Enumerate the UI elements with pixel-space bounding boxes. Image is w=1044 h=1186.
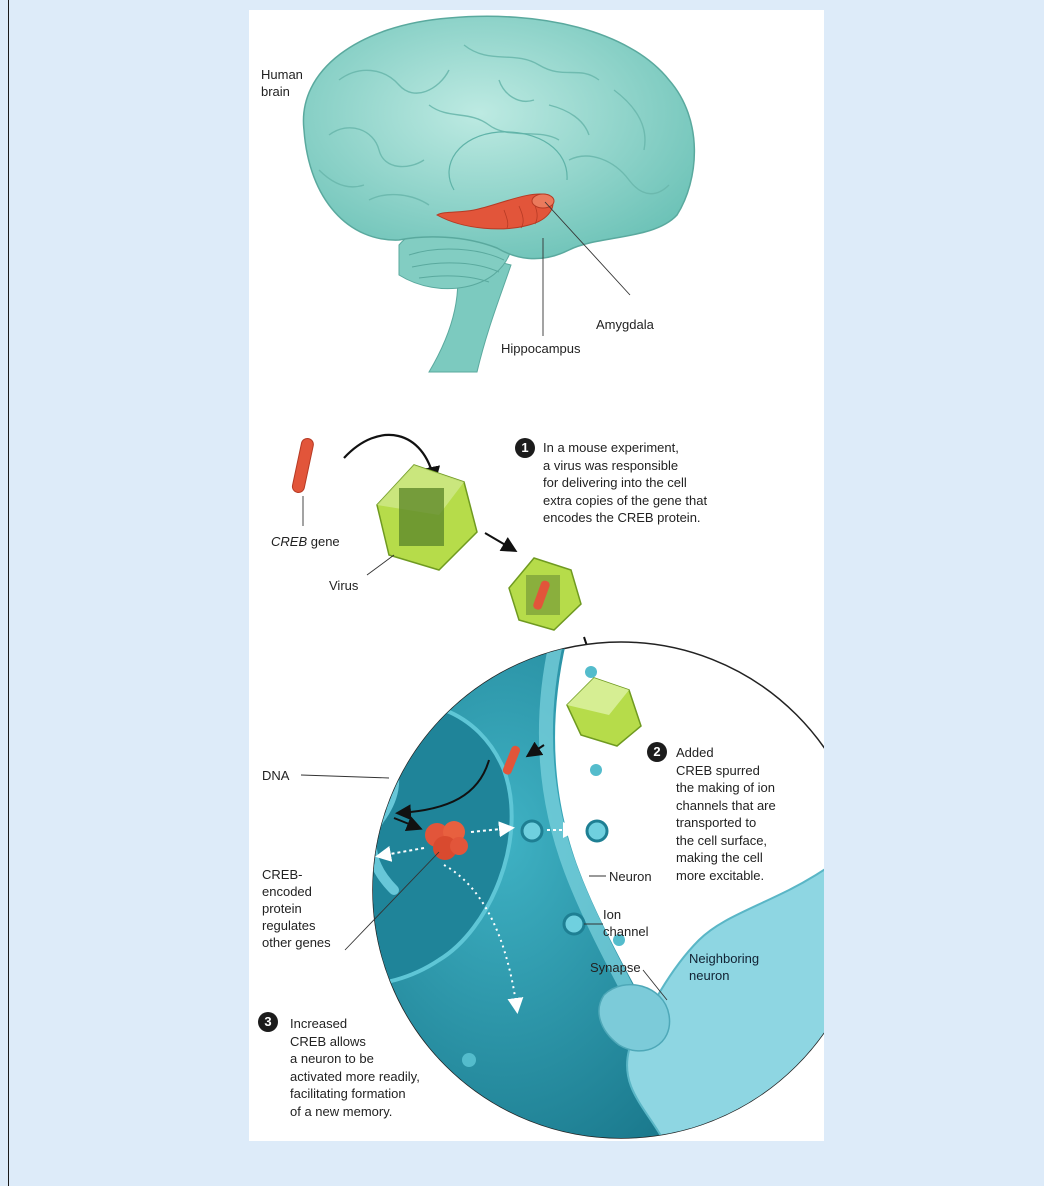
ion-channel-label: Ion channel [603, 906, 649, 940]
human-brain-label: Human brain [261, 66, 303, 100]
step-3-text: Increased CREB allows a neuron to be act… [290, 1015, 420, 1120]
page-left-border [8, 0, 9, 1186]
creb-gene-label-italic: CREB [271, 534, 307, 549]
step-1-text: In a mouse experiment, a virus was respo… [543, 439, 707, 527]
creb-gene-label-rest: gene [307, 534, 340, 549]
creb-protein-label: CREB- encoded protein regulates other ge… [262, 866, 331, 951]
step-3-badge: 3 [258, 1012, 278, 1032]
dna-label: DNA [262, 767, 289, 784]
neighboring-neuron-label: Neighboring neuron [689, 950, 759, 984]
virus-label: Virus [329, 577, 358, 594]
step-2-badge: 2 [647, 742, 667, 762]
virus-hexagon-large [377, 465, 477, 570]
synapse-label: Synapse [590, 959, 641, 976]
virus-hexagon-small [509, 558, 581, 630]
step-2-text: Added CREB spurred the making of ion cha… [676, 744, 776, 884]
creb-gene-cylinder [291, 437, 314, 493]
step-1-badge: 1 [515, 438, 535, 458]
creb-gene-label: CREB gene [271, 533, 340, 550]
ion-channel-3 [564, 914, 584, 934]
ion-channel-2 [587, 821, 607, 841]
amygdala-label: Amygdala [596, 316, 654, 333]
ion-channel-1 [522, 821, 542, 841]
illustration-panel: Human brain Amygdala Hippocampus CREB ge… [249, 10, 824, 1141]
hippocampus-label: Hippocampus [501, 340, 581, 357]
neuron-label: Neuron [609, 868, 652, 885]
